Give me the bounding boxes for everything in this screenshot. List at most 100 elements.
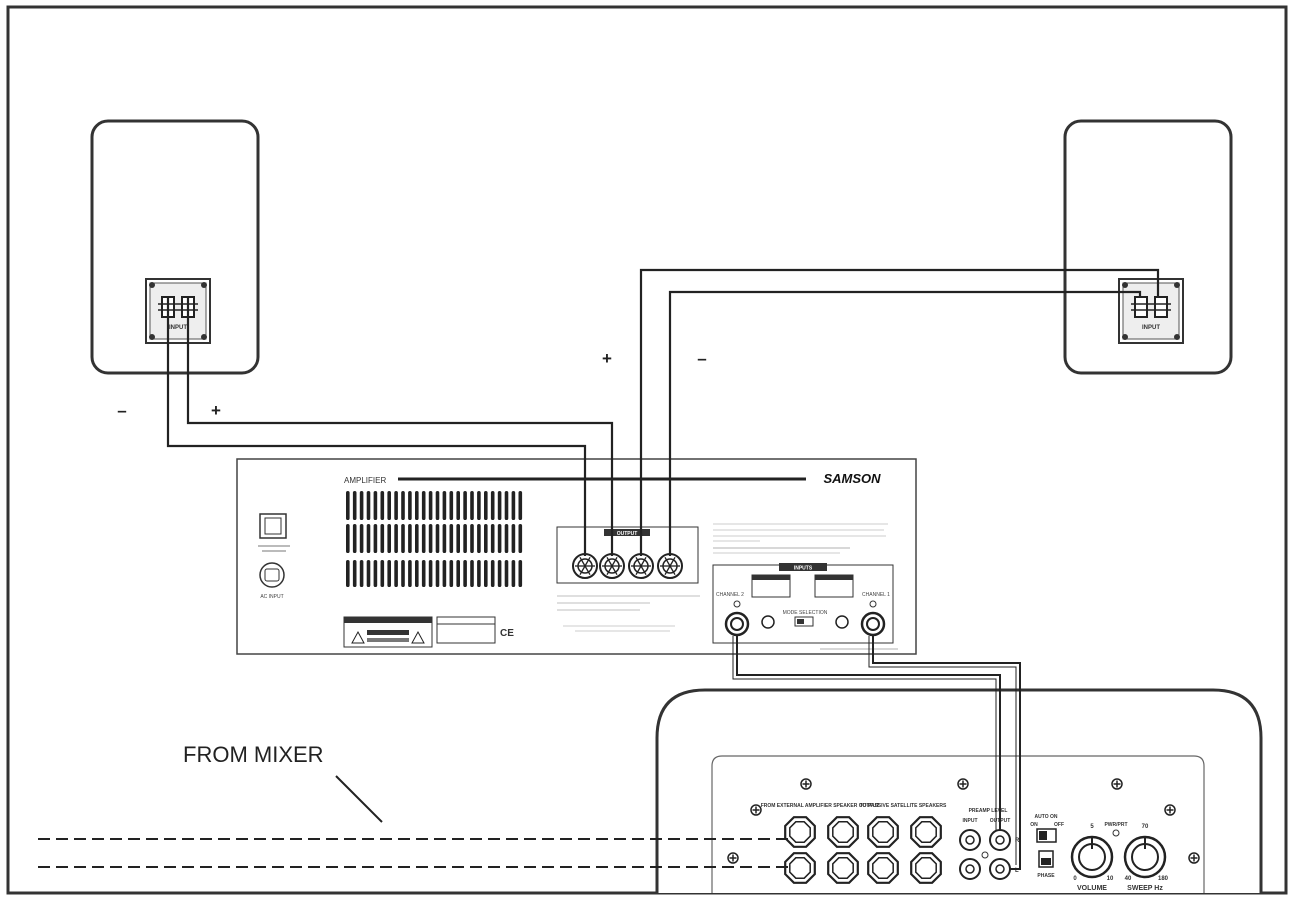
vent-slot xyxy=(428,560,433,587)
vent-slot xyxy=(504,560,509,587)
amplifier-model-label: AMPLIFIER xyxy=(344,476,386,485)
off-label: OFF xyxy=(1054,822,1064,828)
vent-slot xyxy=(470,491,474,520)
right-speaker: INPUT xyxy=(1063,119,1233,375)
vent-slot xyxy=(346,560,350,587)
to-passive-satellite-label: TO PASSIVE SATELLITE SPEAKERS xyxy=(860,803,947,809)
vent-slot xyxy=(484,524,488,553)
vent-slot xyxy=(456,560,460,587)
vent-slot xyxy=(511,491,516,520)
vent-slot xyxy=(394,560,398,587)
left-positive-wire xyxy=(186,297,614,556)
channel-l-label: L xyxy=(1015,868,1019,874)
vent-slot xyxy=(428,524,433,553)
sweep-scale-40: 40 xyxy=(1125,876,1132,882)
output-label: OUTPUT xyxy=(617,531,638,537)
screw xyxy=(1111,778,1123,790)
cable-ch2-to-r xyxy=(736,636,1001,830)
amp-binding-post xyxy=(657,553,683,579)
screw xyxy=(1164,804,1176,816)
vent-slots xyxy=(346,491,523,587)
vent-slot xyxy=(497,491,502,520)
vent-slot xyxy=(421,560,426,587)
vent-slot xyxy=(490,560,495,587)
from-mixer-pointer xyxy=(335,775,383,823)
amp-binding-post xyxy=(628,553,654,579)
vent-slot xyxy=(490,491,495,520)
inputs-label: INPUTS xyxy=(794,566,813,572)
vent-slot xyxy=(449,560,454,587)
samson-logo: SAMSON xyxy=(823,471,881,486)
vent-slot xyxy=(359,491,364,520)
vent-slot xyxy=(394,491,398,520)
auto-on-label: AUTO ON xyxy=(1035,814,1058,820)
vent-slot xyxy=(415,491,419,520)
vent-slot xyxy=(421,524,426,553)
panel-screws xyxy=(727,778,1200,864)
vent-slot xyxy=(511,524,516,553)
vent-slot xyxy=(518,560,523,587)
vent-slot xyxy=(401,560,405,587)
channel-2-label: CHANNEL 2 xyxy=(716,592,744,598)
screw xyxy=(727,852,739,864)
sub-binding-post xyxy=(910,816,942,848)
vent-slot xyxy=(380,560,385,587)
mode-selection-label: MODE SELECTION xyxy=(783,610,828,616)
vent-slot xyxy=(456,524,460,553)
sweep-label: SWEEP Hz xyxy=(1127,885,1163,892)
ce-mark: CE xyxy=(500,628,514,639)
vent-slot xyxy=(442,560,447,587)
vent-slot xyxy=(484,560,488,587)
vent-slot xyxy=(518,491,523,520)
volume-scale-5: 5 xyxy=(1090,824,1094,830)
vent-slot xyxy=(373,491,378,520)
left-negative-wire xyxy=(166,297,587,556)
line-level-cables xyxy=(732,636,1021,870)
vent-slot xyxy=(373,524,378,553)
vent-slot xyxy=(442,491,447,520)
cable-ch1-to-l-outline xyxy=(868,636,1017,865)
speaker-wires xyxy=(166,268,1160,556)
vent-slot xyxy=(380,491,385,520)
vent-slot xyxy=(346,491,350,520)
vent-slot xyxy=(504,491,509,520)
vent-slot xyxy=(511,560,516,587)
sub-binding-post xyxy=(867,852,899,884)
preamp-level-label: PREAMP LEVEL xyxy=(969,808,1008,814)
vent-slot xyxy=(442,524,447,553)
vent-slot xyxy=(470,524,474,553)
vent-slot xyxy=(490,524,495,553)
vent-slot xyxy=(449,524,454,553)
cable-ch2-to-r-outline xyxy=(732,636,997,830)
channel-1-label: CHANNEL 1 xyxy=(862,592,890,598)
screw xyxy=(750,804,762,816)
vent-slot xyxy=(504,524,509,553)
preamp-input-label: INPUT xyxy=(963,818,978,824)
vent-slot xyxy=(359,560,364,587)
vent-slot xyxy=(435,560,440,587)
vent-slot xyxy=(449,491,454,520)
vent-slot xyxy=(435,491,440,520)
diagram-frame xyxy=(6,5,1288,895)
left-speaker-terminal: INPUT xyxy=(145,278,211,344)
vent-slot xyxy=(408,524,412,553)
vent-slot xyxy=(415,524,419,553)
amp-binding-post xyxy=(599,553,625,579)
preamp-rca-jacks xyxy=(959,829,1011,880)
sub-binding-post xyxy=(827,852,859,884)
vent-slot xyxy=(366,560,371,587)
right-minus-sign: – xyxy=(697,349,706,368)
channel-2-trs-input xyxy=(761,615,775,629)
vent-slot xyxy=(428,491,433,520)
sweep-knob xyxy=(1123,835,1167,879)
vent-slot xyxy=(463,491,467,520)
sub-binding-post xyxy=(827,816,859,848)
channel-r-label: R xyxy=(1015,838,1020,844)
vent-slot xyxy=(435,524,440,553)
power-indicator-label: PWR/PRT xyxy=(1104,822,1127,828)
phase-label: PHASE xyxy=(1037,873,1055,879)
serial-label xyxy=(436,616,496,644)
amp-binding-post xyxy=(572,553,598,579)
volume-scale-10: 10 xyxy=(1107,876,1114,882)
volume-label: VOLUME xyxy=(1077,885,1107,892)
